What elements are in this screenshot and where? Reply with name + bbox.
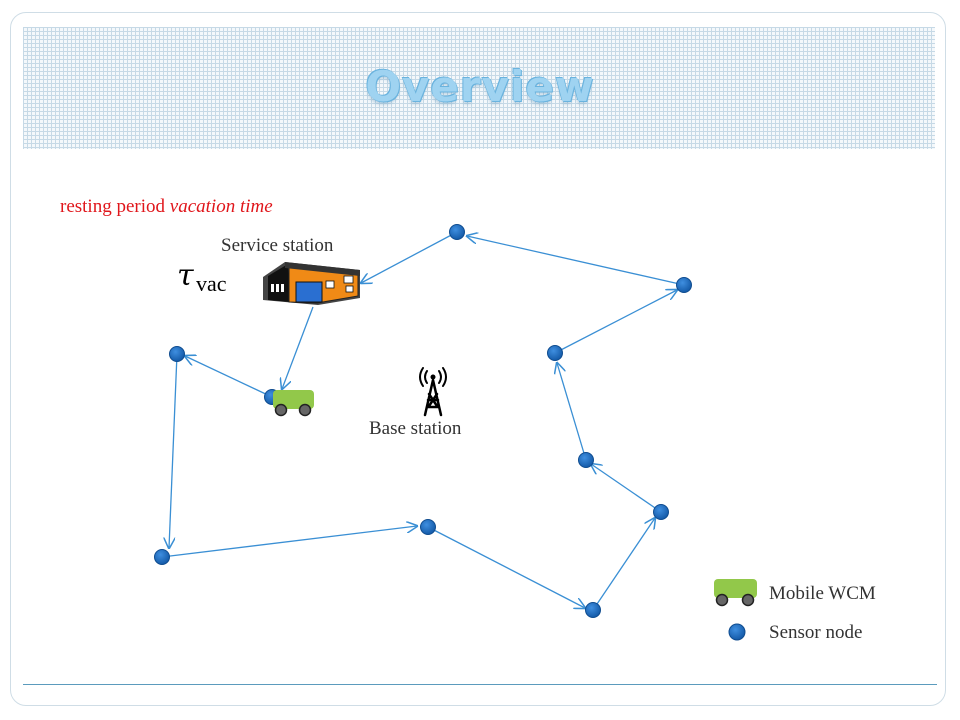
subtitle-italic: vacation time (169, 196, 273, 217)
bottom-rule (23, 684, 937, 685)
service-station-icon (263, 262, 360, 305)
legend: Mobile WCM Sensor node (714, 579, 876, 643)
sensor-node (169, 346, 185, 362)
edge (467, 236, 685, 286)
service-station-label: Service station (221, 235, 334, 256)
sensor-node (653, 504, 669, 520)
legend-sensor-label: Sensor node (769, 622, 862, 643)
sensor-node (547, 345, 563, 361)
legend-sensor-icon (728, 623, 746, 641)
mobile-wcm-vehicle (273, 390, 314, 417)
edge (557, 363, 587, 461)
sensor-node (676, 277, 692, 293)
edge (282, 306, 314, 389)
sensor-node (449, 224, 465, 240)
sensor-node (578, 452, 594, 468)
edge (554, 290, 677, 354)
edge (185, 356, 273, 398)
sensor-node (585, 602, 601, 618)
slide-title: Overview (365, 62, 595, 111)
title-band (23, 27, 935, 149)
sensor-node (154, 549, 170, 565)
edge (361, 231, 458, 283)
antenna-icon (419, 367, 447, 417)
tau-subscript: vac (196, 271, 227, 296)
edge (169, 353, 178, 548)
edge (591, 464, 662, 513)
subtitle-plain: resting period (60, 196, 170, 217)
edge (427, 526, 585, 608)
base-station-label: Base station (369, 418, 462, 439)
legend-wcm-icon (714, 579, 757, 607)
subtitle: resting period vacation time (60, 196, 273, 218)
tau-symbol: τ (177, 258, 194, 293)
edge (161, 526, 417, 558)
route-edges (161, 231, 685, 611)
sensor-node (420, 519, 436, 535)
edge (592, 518, 655, 611)
legend-wcm-label: Mobile WCM (769, 583, 876, 604)
